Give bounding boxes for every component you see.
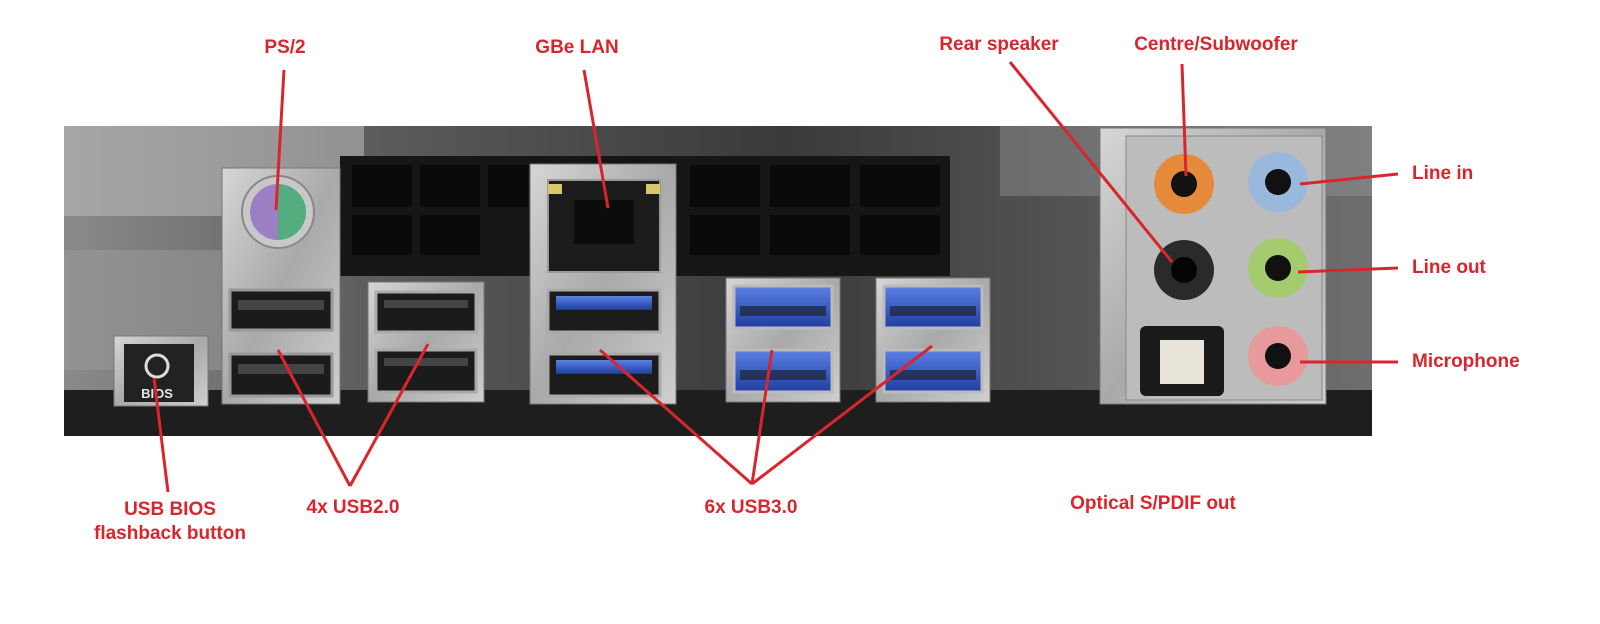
ps2-pointer [274,69,286,211]
ps2-label: PS/2 [264,37,306,58]
usb2-stack [367,281,485,403]
usb3-pointer-c [751,344,933,486]
line-in-pointer [1299,172,1399,186]
usb2-pointer-a [276,349,352,487]
usb-bios-label-line-1: USB BIOS [124,499,216,520]
centre-subwoofer-pointer [1180,63,1188,177]
usb-bios-flashback-label: USB BIOS flashback button [94,498,246,546]
ps2-green-half [278,184,306,240]
usb3-label: 6x USB3.0 [704,497,798,518]
usb3-pointer-a [599,348,753,486]
ps2-purple-half [250,184,278,240]
lan-usb3-stack [529,163,677,405]
bios-flashback-button: BIOS [113,335,209,407]
usb2-pointer-b [348,343,430,487]
usb3-stack-2 [875,277,991,403]
usb3-pointer-b [750,349,774,485]
ps2-usb2-stack [221,167,341,405]
usb2-label: 4x USB2.0 [306,497,400,518]
line-out-label: Line out [1412,257,1486,278]
usb-bios-label-line-2: flashback button [93,523,247,544]
usb3-stack-1 [725,277,841,403]
microphone-label: Microphone [1412,351,1520,372]
pointer-lines [152,61,1399,493]
optical-spdif-label: Optical S/PDIF out [1070,493,1236,514]
rear-speaker-pointer [1008,61,1174,263]
centre-subwoofer-label: Centre/Subwoofer [1134,34,1298,55]
line-out-pointer [1297,266,1399,274]
audio-block [1099,127,1327,405]
rear-speaker-label: Rear speaker [939,34,1059,55]
gbe-lan-label: GBe LAN [535,37,619,58]
line-in-label: Line in [1412,163,1474,184]
lan-pointer [582,69,610,209]
bios-pointer [152,377,170,493]
